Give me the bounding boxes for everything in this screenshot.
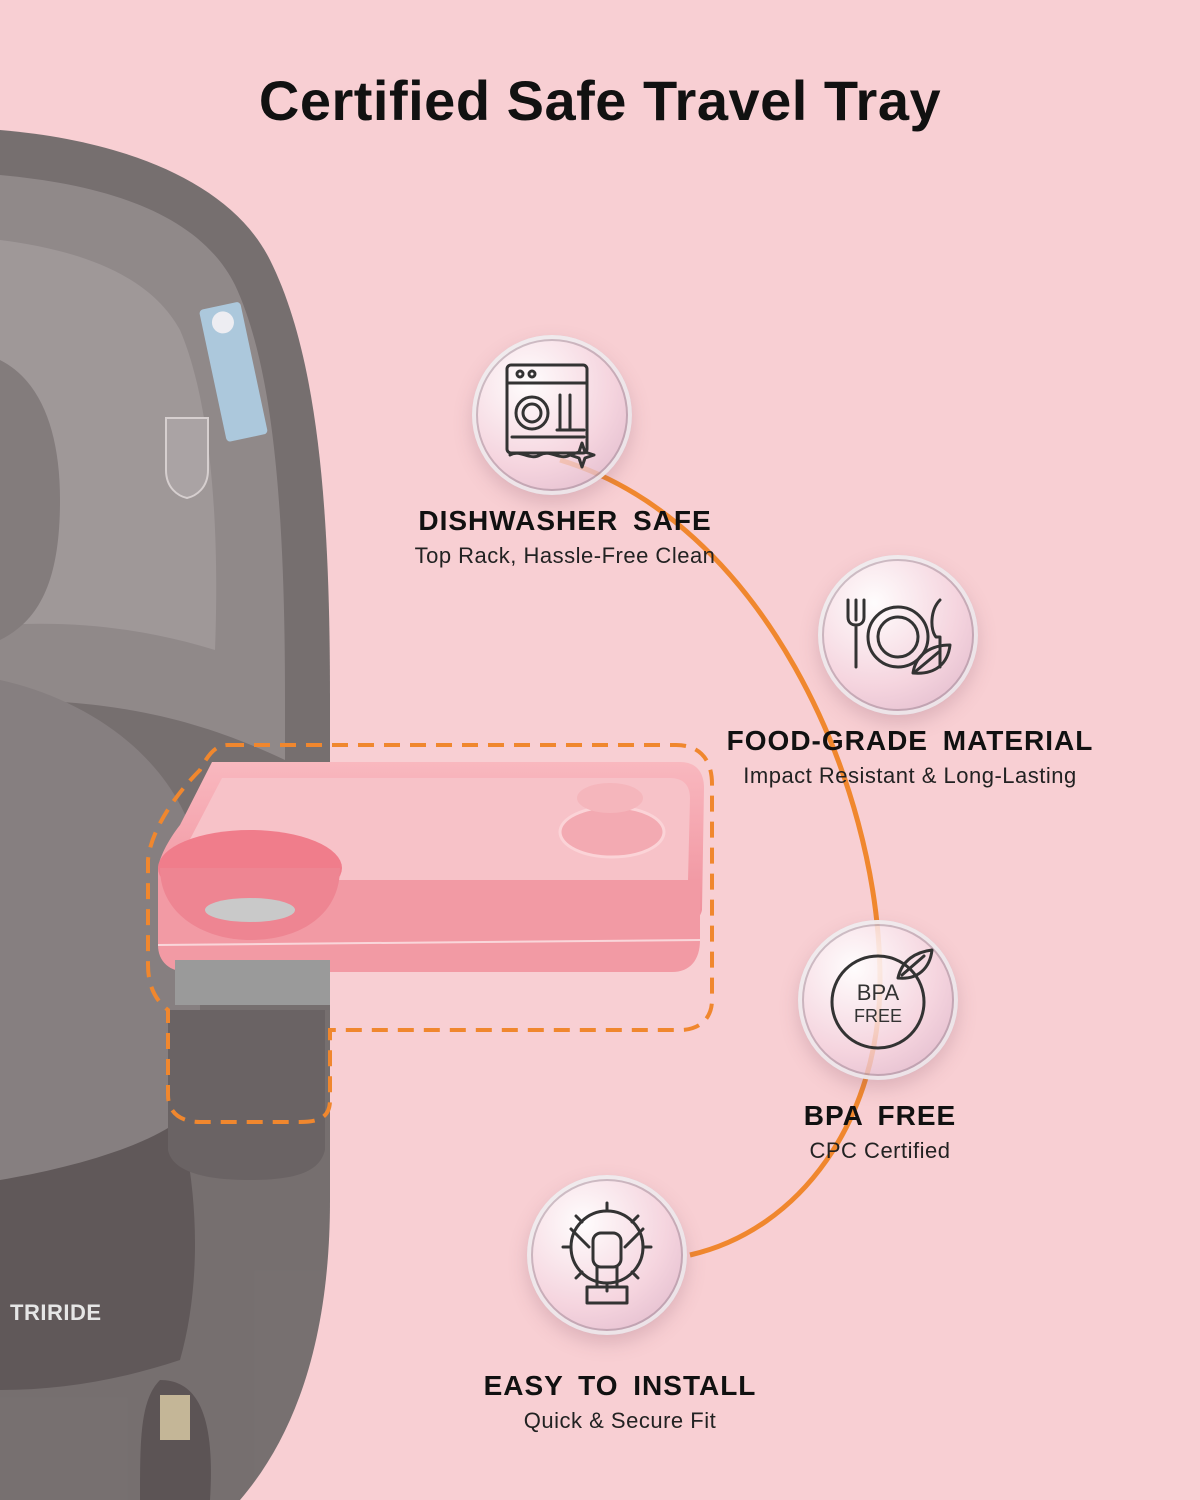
seat-tag <box>199 302 268 442</box>
feature-bpa-free: BPA FREE CPC Certified <box>720 1100 1040 1164</box>
bpa-free-badge: BPA FREE <box>798 920 958 1080</box>
dishwasher-icon <box>505 363 596 469</box>
side-impact-badge <box>165 417 209 500</box>
tray-highlight-outline <box>146 743 714 1124</box>
feature-food-grade: FOOD-GRADE MATERIAL Impact Resistant & L… <box>700 725 1120 789</box>
food-grade-badge <box>818 555 978 715</box>
feature-heading: EASY TO INSTALL <box>483 1370 757 1401</box>
gear-wrench-icon <box>561 1201 653 1305</box>
plate-cutlery-leaf-icon <box>846 598 952 675</box>
seat-brand-label: TRIRIDE <box>10 1300 102 1325</box>
feature-easy-install: EASY TO INSTALL Quick & Secure Fit <box>460 1370 780 1434</box>
feature-heading: DISHWASHER SAFE <box>418 505 712 536</box>
feature-subtitle: CPC Certified <box>809 1138 951 1163</box>
dishwasher-badge <box>472 335 632 495</box>
easy-install-badge <box>527 1175 687 1335</box>
bpa-free-icon: BPA FREE <box>830 948 934 1050</box>
feature-subtitle: Quick & Secure Fit <box>523 1408 717 1433</box>
feature-heading: BPA FREE <box>803 1100 957 1131</box>
feature-subtitle: Top Rack, Hassle-Free Clean <box>414 543 716 568</box>
page-title: Certified Safe Travel Tray <box>258 69 942 132</box>
bpa-icon-text: BPA <box>857 980 900 1005</box>
feature-subtitle: Impact Resistant & Long-Lasting <box>743 763 1077 788</box>
feature-heading: FOOD-GRADE MATERIAL <box>726 725 1094 756</box>
feature-dishwasher-safe: DISHWASHER SAFE Top Rack, Hassle-Free Cl… <box>380 505 750 569</box>
free-icon-text: FREE <box>854 1006 902 1026</box>
travel-tray <box>157 762 704 1005</box>
